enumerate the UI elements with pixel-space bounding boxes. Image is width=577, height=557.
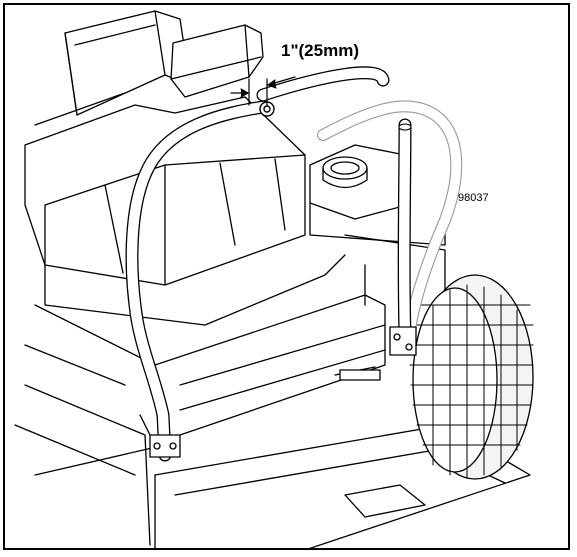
part-number-label: 98037 [458,192,489,204]
illustration-frame: 1"(25mm) 98037 [3,3,570,550]
pivot-bracket-right [389,326,417,356]
mower-body [14,234,446,546]
mower-rops-illustration [14,10,568,548]
rear-tire [409,274,534,480]
rops-right-tube [317,100,463,342]
dimension-arrows [230,76,296,106]
seat-cushion [24,92,306,286]
rops-left-tube [125,66,390,462]
fuel-tank [309,144,446,246]
pivot-bracket-left [139,414,181,458]
armrest [170,24,264,98]
measurement-label: 1"(25mm) [281,41,359,60]
